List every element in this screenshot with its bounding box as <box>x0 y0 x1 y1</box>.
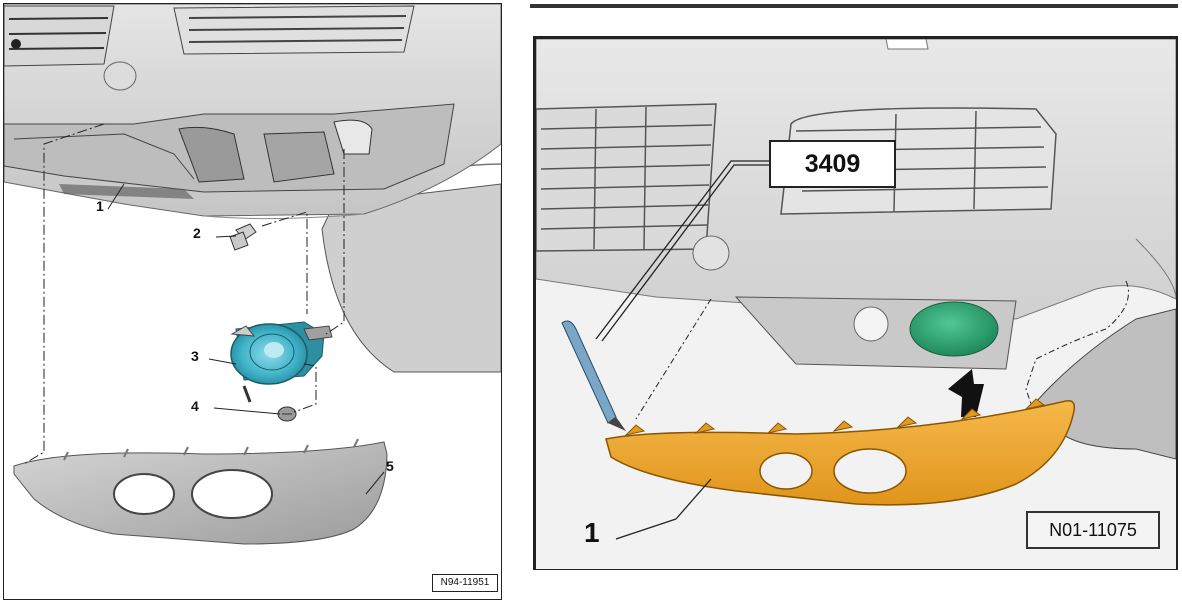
tire <box>321 183 501 373</box>
callout-1: 1 <box>96 198 104 214</box>
right-removal-diagram-wrapper: 3409 1 N01-11075 <box>530 0 1178 570</box>
right-diagram-drawing <box>536 39 1176 569</box>
left-diagram-drawing <box>4 4 501 545</box>
callout-5: 5 <box>386 458 394 474</box>
fog-lamp-lens <box>909 301 999 357</box>
figure-reference-number: N94-11951 <box>432 574 498 592</box>
callout-3: 3 <box>191 348 199 364</box>
bolt-2 <box>229 223 257 251</box>
grille-left <box>4 5 115 67</box>
left-exploded-diagram: 1 2 3 4 5 N94-11951 <box>3 3 502 600</box>
tool-number-label: 3409 <box>769 140 896 188</box>
screw-4 <box>277 406 297 422</box>
callout-2: 2 <box>193 225 201 241</box>
grille-left <box>536 103 717 252</box>
trim-strip-5 <box>13 438 388 545</box>
tow-eye-cover <box>692 235 730 271</box>
removal-tool-3409 <box>561 320 626 431</box>
fog-lamp-3 <box>230 321 333 385</box>
direction-arrow <box>948 369 984 417</box>
right-removal-diagram: 3409 1 N01-11075 <box>533 36 1178 570</box>
callout-1-right: 1 <box>584 517 600 548</box>
trim-strip-orange <box>605 398 1076 506</box>
grille-right <box>173 5 415 55</box>
top-divider <box>530 4 1178 8</box>
tow-eye-cover <box>103 61 137 91</box>
callout-4: 4 <box>191 398 199 414</box>
figure-reference-number-right: N01-11075 <box>1026 511 1160 549</box>
